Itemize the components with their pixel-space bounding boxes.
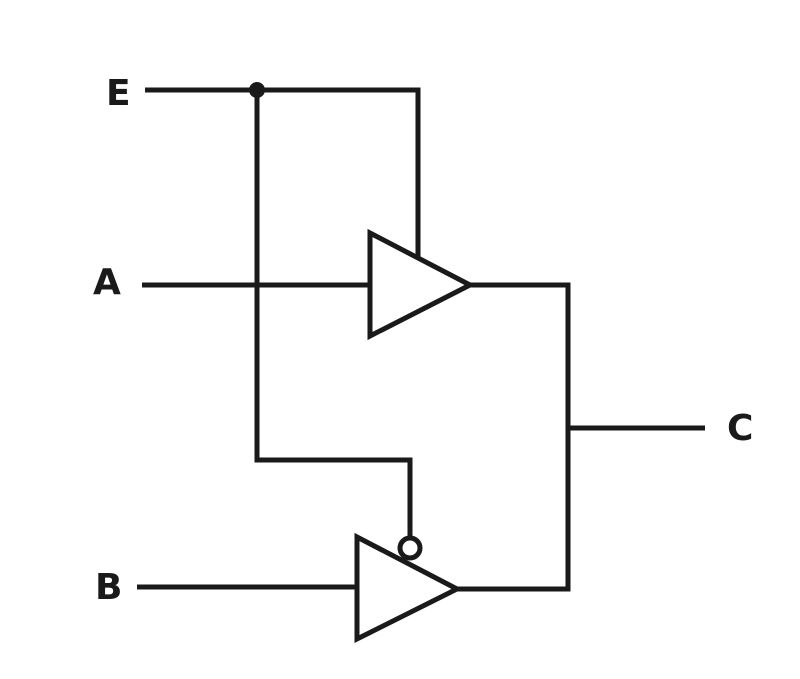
label-input-a: A [93,262,121,303]
label-input-b: B [95,567,123,608]
wire-enable-branch [254,90,413,538]
junction-dot [249,82,265,98]
label-output-c: C [727,408,754,449]
label-input-e: E [106,73,131,114]
tristate-buffer-upper [367,228,476,341]
wire-enable-input [145,87,421,258]
wire-output-bus [457,282,571,592]
inversion-bubble [397,535,423,561]
tristate-buffer-lower [354,532,463,644]
